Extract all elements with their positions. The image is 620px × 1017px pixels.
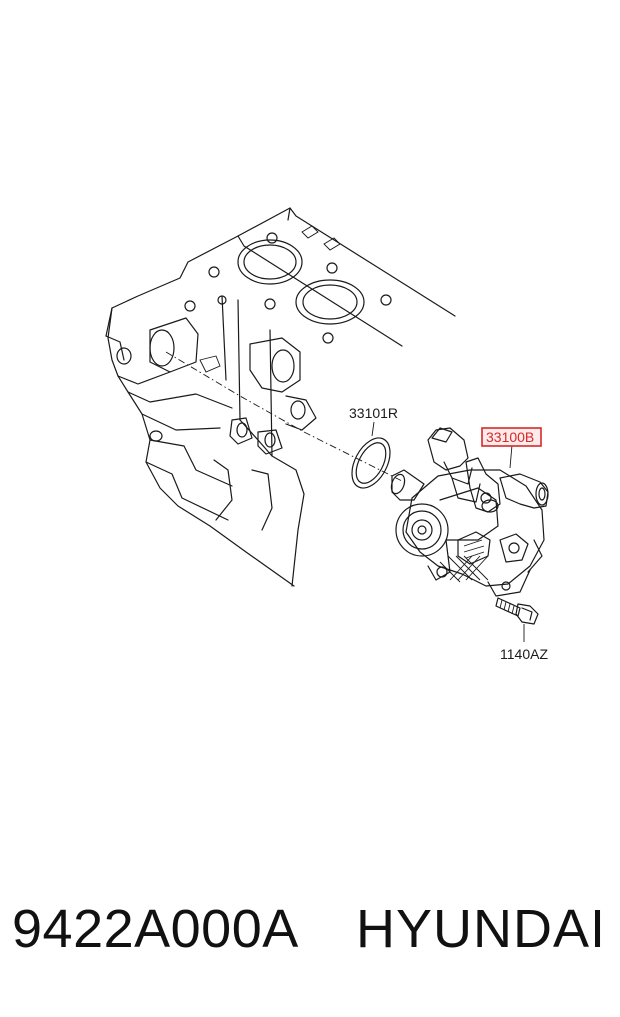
leader-pump xyxy=(509,444,513,469)
highlight-box-pump xyxy=(481,427,542,447)
assembly-centerline xyxy=(165,351,405,483)
label-bolt: 1140AZ xyxy=(500,646,548,662)
footer: 9422A000A HYUNDAI xyxy=(0,898,620,978)
leader-oring xyxy=(371,421,375,437)
fuel-pump xyxy=(390,427,549,597)
mounting-bolt xyxy=(495,597,539,625)
engine-block xyxy=(105,207,456,587)
part-number: 9422A000A xyxy=(12,899,299,959)
brand-name: HYUNDAI xyxy=(355,899,606,959)
o-ring xyxy=(351,437,391,489)
label-pump: 33100B xyxy=(486,429,534,445)
label-oring: 33101R xyxy=(349,405,398,421)
